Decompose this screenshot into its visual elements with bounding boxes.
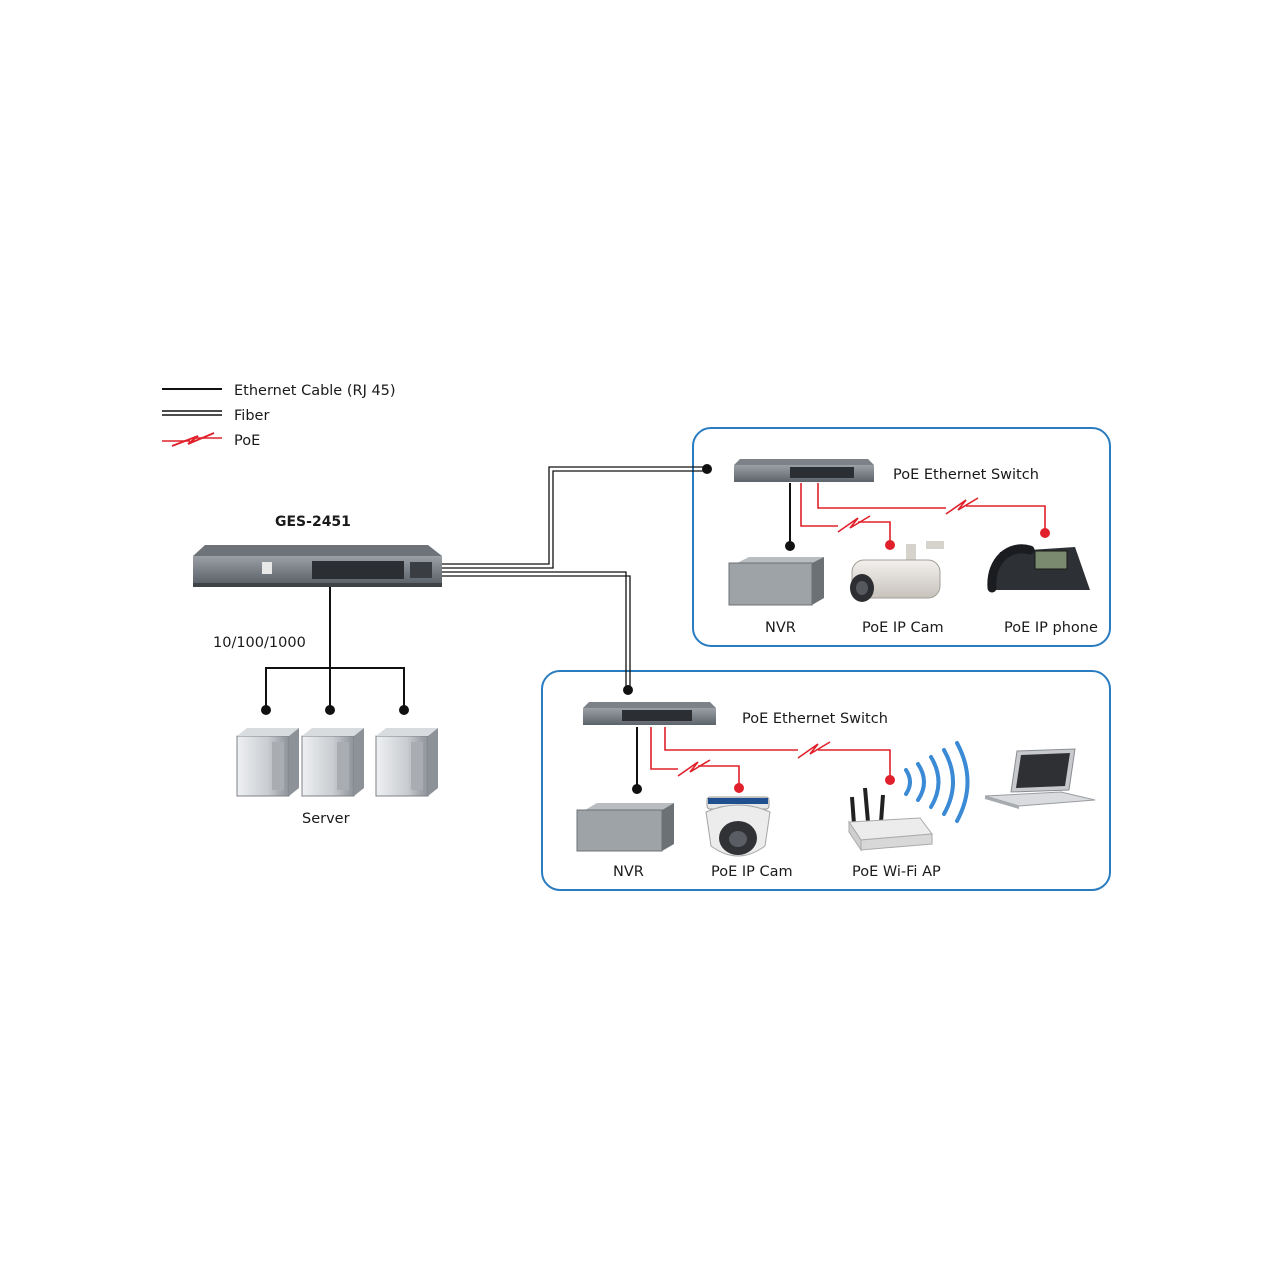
top-phone-label: PoE IP phone xyxy=(1004,620,1098,636)
bottom-ap-label: PoE Wi-Fi AP xyxy=(852,864,941,880)
legend-poe-swatch xyxy=(171,432,215,447)
server-label: Server xyxy=(302,811,350,827)
legend: Ethernet Cable (RJ 45) Fiber PoE xyxy=(162,383,396,449)
bottom-poe-links xyxy=(650,727,891,788)
wifi-signal-icon xyxy=(904,741,970,823)
fiber-endpoint-bottom xyxy=(623,685,633,695)
top-nvr-port xyxy=(785,541,795,551)
fiber-link-top xyxy=(440,466,706,569)
server-icon-2 xyxy=(301,728,364,797)
top-nvr-label: NVR xyxy=(765,620,796,636)
top-ip-cam-icon xyxy=(850,541,944,602)
bottom-ap-port xyxy=(885,775,895,785)
bottom-site-box xyxy=(541,670,1111,891)
top-cam-label: PoE IP Cam xyxy=(862,620,944,636)
server-icon-3 xyxy=(375,728,438,797)
bottom-nvr-port xyxy=(632,784,642,794)
top-phone-port xyxy=(1040,528,1050,538)
top-poe-switch-icon xyxy=(734,459,874,482)
main-switch-label: GES-2451 xyxy=(275,514,351,530)
server-port-1 xyxy=(261,705,271,715)
server-icon-1 xyxy=(236,728,299,797)
legend-ethernet-label: Ethernet Cable (RJ 45) xyxy=(234,383,396,399)
top-site-box xyxy=(692,427,1111,647)
bottom-cam-port xyxy=(734,783,744,793)
laptop-icon xyxy=(984,748,1096,809)
bottom-poe-switch-icon xyxy=(583,702,716,725)
server-port-3 xyxy=(399,705,409,715)
server-port-2 xyxy=(325,705,335,715)
main-switch-icon xyxy=(193,545,442,587)
legend-fiber-label: Fiber xyxy=(234,408,269,424)
bottom-switch-label: PoE Ethernet Switch xyxy=(742,711,888,727)
legend-poe-label: PoE xyxy=(234,433,260,449)
top-ip-phone-icon xyxy=(987,544,1090,593)
top-nvr-icon xyxy=(728,557,824,606)
bottom-cam-label: PoE IP Cam xyxy=(711,864,793,880)
server-bus xyxy=(265,667,405,710)
bottom-nvr-icon xyxy=(576,803,674,852)
fiber-link-bottom xyxy=(440,571,631,690)
bottom-nvr-label: NVR xyxy=(613,864,644,880)
top-cam-port xyxy=(885,540,895,550)
bottom-wifi-ap-icon xyxy=(848,787,933,852)
top-switch-label: PoE Ethernet Switch xyxy=(893,467,1039,483)
top-poe-links xyxy=(800,483,1046,545)
speed-label: 10/100/1000 xyxy=(213,635,306,651)
fiber-endpoint-top xyxy=(702,464,712,474)
bottom-dome-cam-icon xyxy=(705,796,771,857)
